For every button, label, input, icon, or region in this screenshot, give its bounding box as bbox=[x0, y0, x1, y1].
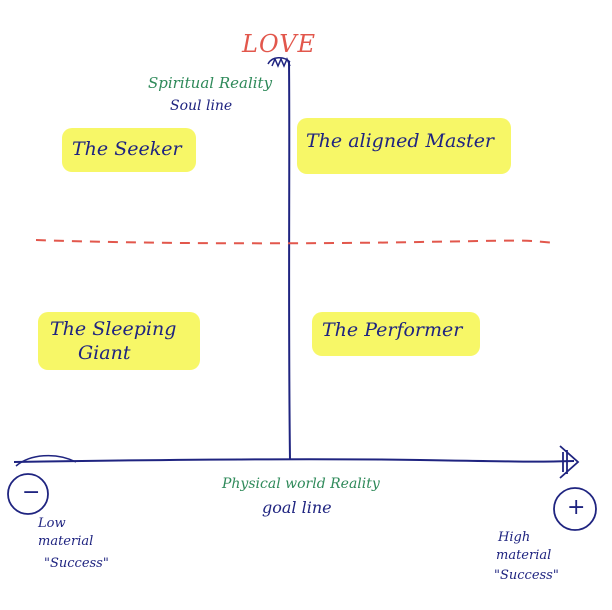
dashed-divider bbox=[35, 239, 557, 245]
highlight-sleeping-giant bbox=[38, 312, 200, 370]
high-circle bbox=[553, 487, 597, 531]
low-circle bbox=[7, 473, 49, 515]
plus-symbol: + bbox=[567, 495, 586, 520]
goal-line-label: goal line bbox=[262, 498, 332, 517]
minus-symbol: − bbox=[22, 480, 41, 505]
low-success-label: "Success" bbox=[44, 556, 109, 571]
soul-line-label: Soul line bbox=[170, 98, 233, 114]
highlight-seeker bbox=[62, 128, 196, 172]
physical-reality-label: Physical world Reality bbox=[222, 476, 380, 492]
quadrant-performer: The Performer bbox=[322, 319, 463, 341]
high-success-label: "Success" bbox=[494, 568, 559, 583]
high-label: High bbox=[498, 530, 531, 545]
high-material-label: material bbox=[496, 548, 552, 563]
love-label: LOVE bbox=[242, 30, 317, 58]
arrow-head-right bbox=[559, 445, 580, 479]
quadrant-sleeping-line2: Giant bbox=[78, 342, 131, 364]
vertical-axis bbox=[288, 61, 291, 461]
left-curl bbox=[15, 454, 77, 467]
horizontal-axis bbox=[13, 458, 575, 463]
spiritual-reality-label: Spiritual Reality bbox=[148, 74, 273, 92]
love-cap-scribble bbox=[267, 57, 291, 68]
quadrant-aligned-master: The aligned Master bbox=[306, 130, 495, 152]
quadrant-seeker: The Seeker bbox=[72, 138, 182, 160]
low-label: Low bbox=[38, 516, 66, 531]
highlight-performer bbox=[312, 312, 480, 356]
low-material-label: material bbox=[38, 534, 94, 549]
quadrant-sleeping-line1: The Sleeping bbox=[50, 318, 177, 340]
highlight-aligned-master bbox=[297, 118, 511, 174]
